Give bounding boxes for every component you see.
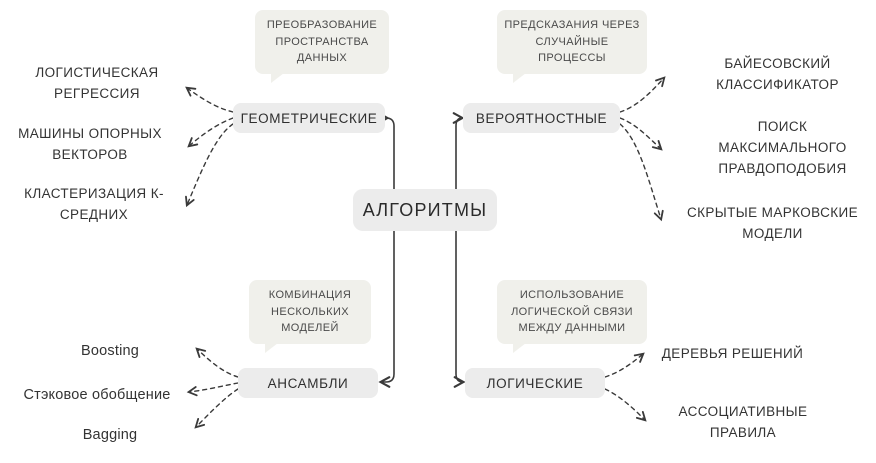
callout-probabilistic-text: ПРЕДСКАЗАНИЯ ЧЕРЕЗ СЛУЧАЙНЫЕ ПРОЦЕССЫ — [504, 19, 640, 64]
dashed-arrow-geometric-kmeans — [187, 124, 233, 205]
connector-central-geometric — [386, 118, 394, 189]
branch-node-ensembles: АНСАМБЛИ — [238, 368, 378, 398]
callout-probabilistic: ПРЕДСКАЗАНИЯ ЧЕРЕЗ СЛУЧАЙНЫЕ ПРОЦЕССЫ — [497, 10, 647, 83]
callout-geometric: ПРЕОБРАЗОВАНИЕ ПРОСТРАНСТВА ДАННЫХ — [255, 10, 389, 83]
dashed-arrow-geometric-logistic-regression — [187, 88, 233, 112]
dashed-arrow-ensembles-boosting — [197, 349, 238, 377]
dashed-arrow-logical-decision-trees — [605, 354, 643, 377]
callout-geometric-text: ПРЕОБРАЗОВАНИЕ ПРОСТРАНСТВА ДАННЫХ — [266, 19, 378, 64]
branch-node-logical: ЛОГИЧЕСКИЕ — [465, 368, 605, 398]
dashed-arrow-probabilistic-mle — [620, 118, 661, 149]
leaf-bagging: Bagging — [82, 427, 138, 443]
callout-ensembles: КОМБИНАЦИЯ НЕСКОЛЬКИХ МОДЕЛЕЙ — [249, 280, 371, 353]
central-node-algorithms: АЛГОРИТМЫ — [353, 189, 497, 231]
dashed-arrow-ensembles-bagging — [196, 389, 238, 427]
leaf-bayes-classifier: БАЙЕСОВСКИЙ КЛАССИФИКАТОР — [716, 56, 839, 92]
leaf-stacking: Стэковое обобщение — [23, 387, 171, 403]
leaf-svm: МАШИНЫ ОПОРНЫХ ВЕКТОРОВ — [18, 126, 162, 162]
connector-central-logical — [456, 231, 463, 382]
leaf-max-likelihood: ПОИСК МАКСИМАЛЬНОГО ПРАВДОПОДОБИЯ — [718, 119, 847, 176]
dashed-arrow-ensembles-stacking — [189, 383, 238, 392]
callout-tail — [513, 72, 526, 83]
connector-central-probabilistic — [456, 118, 462, 189]
callout-tail — [513, 342, 526, 353]
callout-tail — [271, 72, 284, 83]
branch-node-probabilistic: ВЕРОЯТНОСТНЫЕ — [463, 103, 620, 133]
leaf-kmeans: КЛАСТЕРИЗАЦИЯ К-СРЕДНИХ — [24, 186, 164, 222]
callout-ensembles-text: КОМБИНАЦИЯ НЕСКОЛЬКИХ МОДЕЛЕЙ — [268, 289, 352, 334]
dashed-arrow-probabilistic-hmm — [620, 124, 661, 219]
dashed-arrow-logical-association-rules — [605, 389, 645, 420]
leaf-boosting: Boosting — [80, 343, 140, 359]
callout-logical: ИСПОЛЬЗОВАНИЕ ЛОГИЧЕСКОЙ СВЯЗИ МЕЖДУ ДАН… — [497, 280, 647, 353]
leaf-decision-trees: ДЕРЕВЬЯ РЕШЕНИЙ — [661, 346, 804, 361]
callout-logical-text: ИСПОЛЬЗОВАНИЕ ЛОГИЧЕСКОЙ СВЯЗИ МЕЖДУ ДАН… — [511, 289, 633, 334]
dashed-arrow-probabilistic-bayes — [620, 78, 664, 112]
branch-node-geometric: ГЕОМЕТРИЧЕСКИЕ — [233, 103, 385, 133]
leaf-logistic-regression: ЛОГИСТИЧЕСКАЯ РЕГРЕССИЯ — [35, 65, 159, 101]
leaf-hidden-markov: СКРЫТЫЕ МАРКОВСКИЕ МОДЕЛИ — [686, 205, 859, 241]
callout-tail — [265, 342, 278, 353]
leaf-association-rules: АССОЦИАТИВНЫЕ ПРАВИЛА — [678, 404, 808, 440]
dashed-arrow-geometric-svm — [189, 118, 233, 146]
connector-central-ensembles — [381, 231, 394, 382]
